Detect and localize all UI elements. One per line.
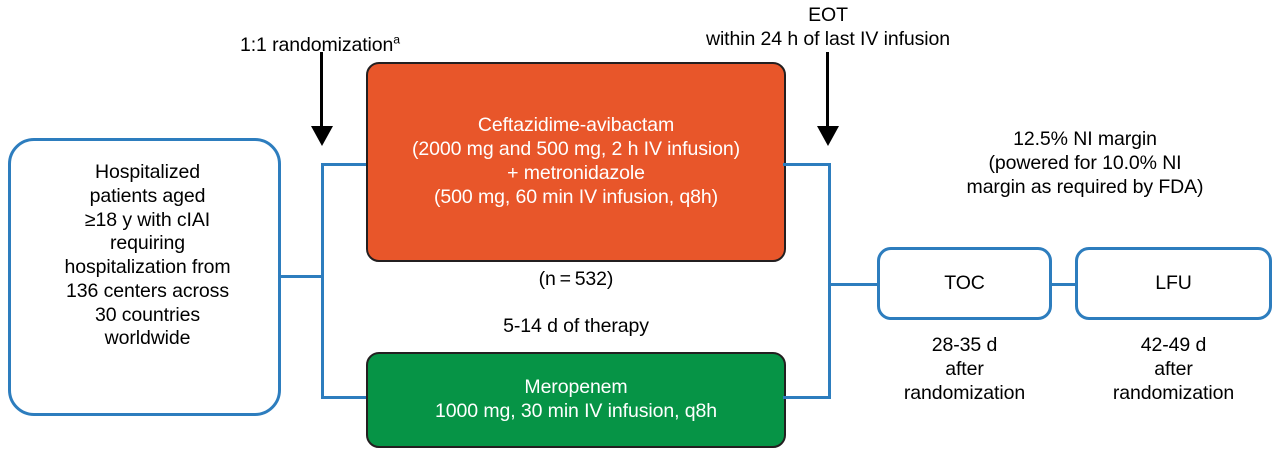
population-box: Hospitalized patients aged ≥18 y with cI… (8, 138, 281, 416)
ni-margin-annotation: 12.5% NI margin (powered for 10.0% NI ma… (966, 128, 1204, 198)
toc-label: TOC (944, 271, 985, 294)
meropenem-arm-text: Meropenem 1000 mg, 30 min IV infusion, q… (435, 376, 717, 422)
randomization-annotation: 1:1 randomizationa (200, 10, 440, 58)
lfu-box: LFU (1075, 247, 1272, 320)
randomization-arrow-stem (320, 52, 323, 128)
ceftazidime-avibactam-arm-text: Ceftazidime-avibactam (2000 mg and 500 m… (411, 114, 740, 208)
randomization-arrow-head (311, 126, 333, 146)
eot-annotation: EOT within 24 h of last IV infusion (705, 4, 951, 50)
therapy-duration-label: 5-14 d of therapy (503, 315, 649, 337)
connector-toc-to-lfu (1049, 283, 1077, 286)
toc-caption: 28-35 d after randomization (903, 334, 1026, 404)
randomization-footnote-marker: a (393, 32, 401, 47)
meropenem-arm-box: Meropenem 1000 mg, 30 min IV infusion, q… (366, 352, 786, 448)
toc-box: TOC (877, 247, 1052, 320)
randomization-label: 1:1 randomization (239, 33, 394, 56)
connector-right-trunk (828, 163, 831, 399)
connector-trunk-to-meropenem-arm (321, 396, 369, 399)
connector-meropenem-arm-to-trunk (783, 396, 831, 399)
lfu-caption: 42-49 d after randomization (1112, 334, 1235, 404)
eot-arrow-head (817, 126, 839, 146)
sample-size-label: (n = 532) (538, 268, 614, 290)
population-box-text: Hospitalized patients aged ≥18 y with cI… (64, 161, 231, 350)
connector-trunk-to-toc (828, 283, 880, 286)
connector-population-to-trunk (281, 275, 324, 278)
connector-ceftazidime-arm-to-trunk (783, 163, 831, 166)
eot-arrow-stem (826, 52, 829, 128)
lfu-label: LFU (1155, 271, 1192, 294)
ceftazidime-avibactam-arm-box: Ceftazidime-avibactam (2000 mg and 500 m… (366, 62, 786, 262)
connector-left-trunk (321, 163, 324, 399)
connector-trunk-to-ceftazidime-arm (321, 163, 369, 166)
